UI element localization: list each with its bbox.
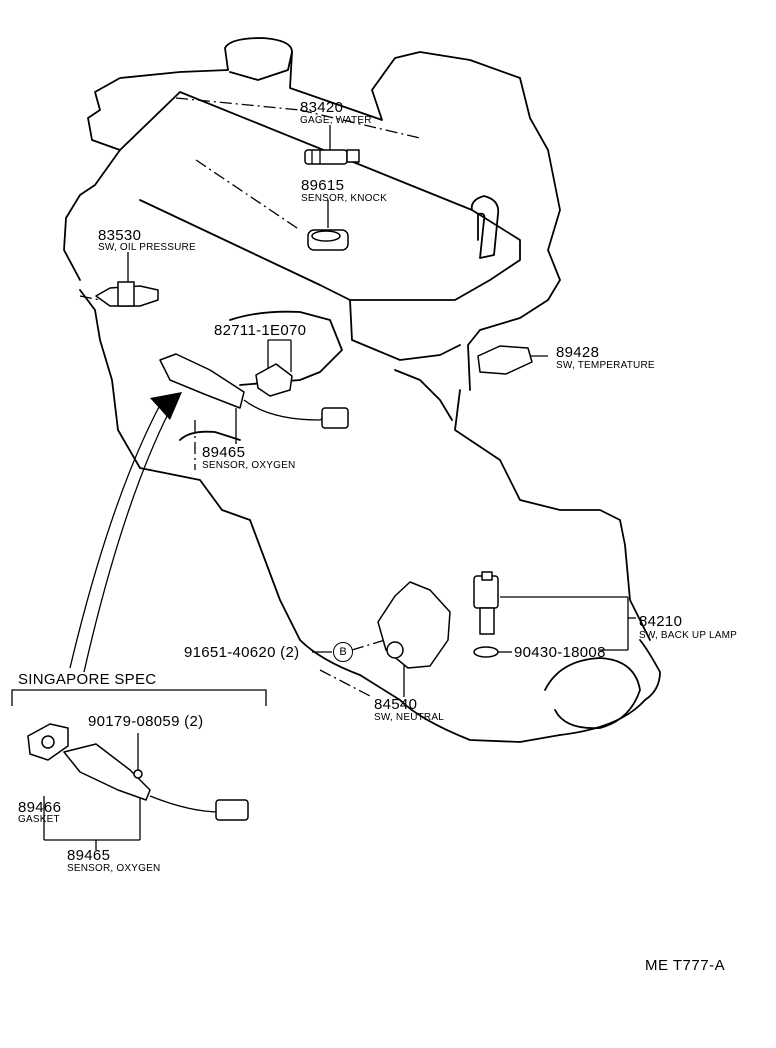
part-number-89465-singapore: 89465: [67, 847, 111, 864]
clamp-part: [255, 363, 293, 397]
oxygen-sensor-part: [159, 353, 349, 429]
part-number-89615: 89615: [301, 177, 345, 194]
part-number-83530: 83530: [98, 227, 142, 244]
part-number-89428: 89428: [556, 344, 600, 361]
part-number-84540: 84540: [374, 696, 418, 713]
part-number-91651-40620: 91651-40620 (2): [184, 644, 300, 661]
part-desc-oxygen-sensor-singapore: SENSOR, OXYGEN: [67, 863, 161, 874]
part-number-82711-1e070: 82711-1E070: [214, 322, 307, 339]
water-gage-part: [304, 149, 360, 165]
temperature-switch-part: [477, 345, 533, 375]
part-desc-knock-sensor: SENSOR, KNOCK: [301, 193, 387, 204]
singapore-gasket-part: [27, 723, 69, 761]
leader-lines: [11, 97, 636, 850]
part-number-89466: 89466: [18, 799, 62, 816]
neutral-switch-part: [377, 581, 451, 669]
singapore-oxygen-sensor-part: [63, 743, 249, 821]
knock-sensor-part: [307, 229, 349, 251]
back-up-lamp-switch-part: [473, 571, 499, 658]
part-desc-oil-pressure-switch: SW, OIL PRESSURE: [98, 242, 196, 253]
figure-code: ME T777-A: [645, 957, 726, 974]
part-desc-back-up-lamp-switch: SW, BACK UP LAMP: [639, 630, 738, 641]
part-desc-oxygen-sensor: SENSOR, OXYGEN: [202, 460, 296, 471]
reference-b-marker: B: [333, 642, 353, 662]
engine-outline: [63, 37, 661, 743]
part-desc-water-gage: GAGE, WATER: [300, 115, 372, 126]
part-number-83420: 83420: [300, 99, 344, 116]
part-desc-neutral-switch: SW, NEUTRAL: [374, 712, 444, 723]
part-number-89465: 89465: [202, 444, 246, 461]
part-number-84210: 84210: [639, 613, 683, 630]
part-desc-temperature-switch: SW, TEMPERATURE: [556, 360, 655, 371]
part-number-90430-18008: 90430-18008: [514, 644, 606, 661]
oil-pressure-switch-part: [95, 281, 159, 307]
part-number-90179-08059: 90179-08059 (2): [88, 713, 204, 730]
part-desc-gasket: GASKET: [18, 814, 60, 825]
singapore-spec-title: SINGAPORE SPEC: [18, 671, 157, 688]
